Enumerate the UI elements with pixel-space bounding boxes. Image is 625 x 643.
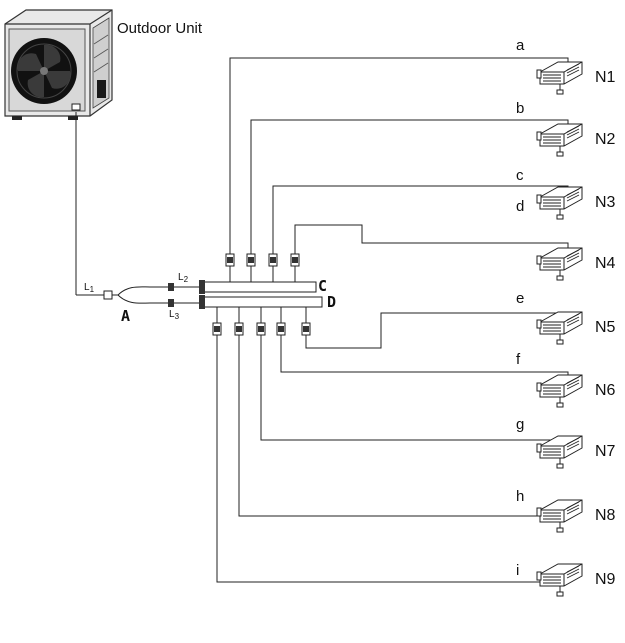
indoor-unit-n5: N5 bbox=[536, 311, 616, 345]
indoor-unit-n3: N3 bbox=[536, 186, 616, 220]
branch-pipe-f bbox=[276, 307, 569, 379]
branch-letter-g: g bbox=[516, 416, 524, 433]
branch-letter-i: i bbox=[516, 562, 519, 579]
branch-pipe-i bbox=[212, 307, 569, 583]
indoor-unit-label: N9 bbox=[595, 571, 616, 588]
branch-letter-b: b bbox=[516, 100, 524, 117]
header-d-label: D bbox=[327, 293, 336, 311]
indoor-unit-label: N7 bbox=[595, 443, 616, 460]
branch-letter-c: c bbox=[516, 167, 524, 184]
indoor-unit-n7: N7 bbox=[536, 435, 616, 469]
branch-letter-e: e bbox=[516, 290, 524, 307]
header-c-label: C bbox=[318, 277, 327, 295]
pipe-l2-label: L2 bbox=[178, 272, 189, 284]
branch-letter-d: d bbox=[516, 198, 524, 215]
branch-pipe-h bbox=[234, 307, 569, 517]
indoor-unit-n6: N6 bbox=[536, 374, 616, 408]
branch-pipe-e bbox=[301, 307, 569, 349]
header-gas bbox=[199, 281, 317, 293]
indoor-unit-label: N4 bbox=[595, 255, 616, 272]
indoor-unit-label: N2 bbox=[595, 131, 616, 148]
branch-joint-label: A bbox=[121, 307, 130, 325]
branch-letter-f: f bbox=[516, 351, 521, 368]
pipe-l3-label: L3 bbox=[169, 309, 180, 321]
branch-letter-h: h bbox=[516, 488, 524, 505]
indoor-unit-label: N1 bbox=[595, 69, 616, 86]
indoor-unit-n1: N1 bbox=[536, 61, 616, 95]
indoor-unit-label: N5 bbox=[595, 319, 616, 336]
indoor-unit-n8: N8 bbox=[536, 499, 616, 533]
branch-joint-a bbox=[117, 283, 200, 307]
branch-letter-a: a bbox=[516, 37, 525, 54]
indoor-unit-label: N6 bbox=[595, 382, 616, 399]
outdoor-unit bbox=[4, 9, 113, 120]
branch-pipe-d bbox=[290, 224, 569, 282]
pipe-l1-label: L1 bbox=[84, 282, 95, 294]
indoor-unit-label: N8 bbox=[595, 507, 616, 524]
outdoor-unit-label: Outdoor Unit bbox=[117, 20, 203, 37]
branch-pipes: a b cd e f g h i bbox=[212, 37, 569, 583]
header-liquid bbox=[199, 296, 323, 308]
indoor-unit-n2: N2 bbox=[536, 123, 616, 157]
indoor-unit-n4: N4 bbox=[536, 247, 616, 281]
indoor-unit-label: N3 bbox=[595, 194, 616, 211]
indoor-unit-n9: N9 bbox=[536, 563, 616, 597]
main-pipe bbox=[75, 112, 118, 300]
